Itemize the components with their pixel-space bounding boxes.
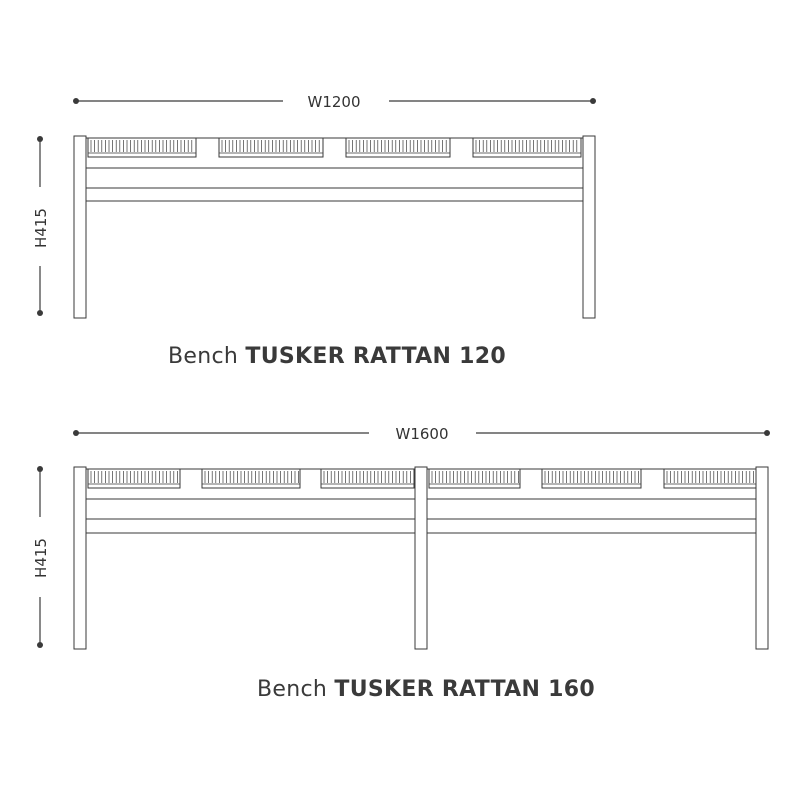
- right-leg: [755, 466, 769, 650]
- rattan-panel: [428, 468, 521, 489]
- width-dimension-120: [73, 98, 596, 104]
- product-title-160: Bench TUSKER RATTAN 160: [257, 677, 595, 702]
- bench-frame-160: [73, 466, 769, 650]
- title-name: TUSKER RATTAN 120: [245, 344, 507, 369]
- height-endpoint-top: [37, 466, 43, 472]
- width-endpoint-left: [73, 430, 79, 436]
- bench-frame-120: [73, 135, 596, 319]
- height-dimension-120: [37, 136, 43, 316]
- rattan-panel: [201, 468, 301, 489]
- product-title-120: Bench TUSKER RATTAN 120: [168, 344, 506, 369]
- height-label-120: H415: [32, 208, 50, 248]
- height-dimension-160: [37, 466, 43, 648]
- rattan-panel: [663, 468, 757, 489]
- width-endpoint-right: [764, 430, 770, 436]
- height-label-160: H415: [32, 538, 50, 578]
- width-endpoint-right: [590, 98, 596, 104]
- bench-160-drawing: W1600 H415: [32, 425, 770, 650]
- left-leg: [73, 466, 87, 650]
- width-dimension-160: [73, 430, 770, 436]
- bench-120-drawing: W1200 H415: [32, 93, 596, 319]
- rattan-panels-160: [87, 468, 757, 489]
- width-endpoint-left: [73, 98, 79, 104]
- right-leg: [582, 135, 596, 319]
- rattan-panel: [320, 468, 415, 489]
- height-endpoint-bottom: [37, 310, 43, 316]
- title-name: TUSKER RATTAN 160: [334, 677, 596, 702]
- width-label-160: W1600: [395, 425, 448, 443]
- rattan-panel: [472, 137, 582, 158]
- title-prefix: Bench: [257, 677, 328, 702]
- title-prefix: Bench: [168, 344, 239, 369]
- rattan-panel: [87, 137, 197, 158]
- height-endpoint-top: [37, 136, 43, 142]
- rattan-panels-120: [87, 137, 582, 158]
- height-endpoint-bottom: [37, 642, 43, 648]
- rattan-panel: [218, 137, 324, 158]
- rattan-panel: [87, 468, 181, 489]
- width-label-120: W1200: [307, 93, 360, 111]
- middle-leg: [414, 466, 428, 650]
- left-leg: [73, 135, 87, 319]
- rattan-panel: [345, 137, 451, 158]
- rattan-panel: [541, 468, 642, 489]
